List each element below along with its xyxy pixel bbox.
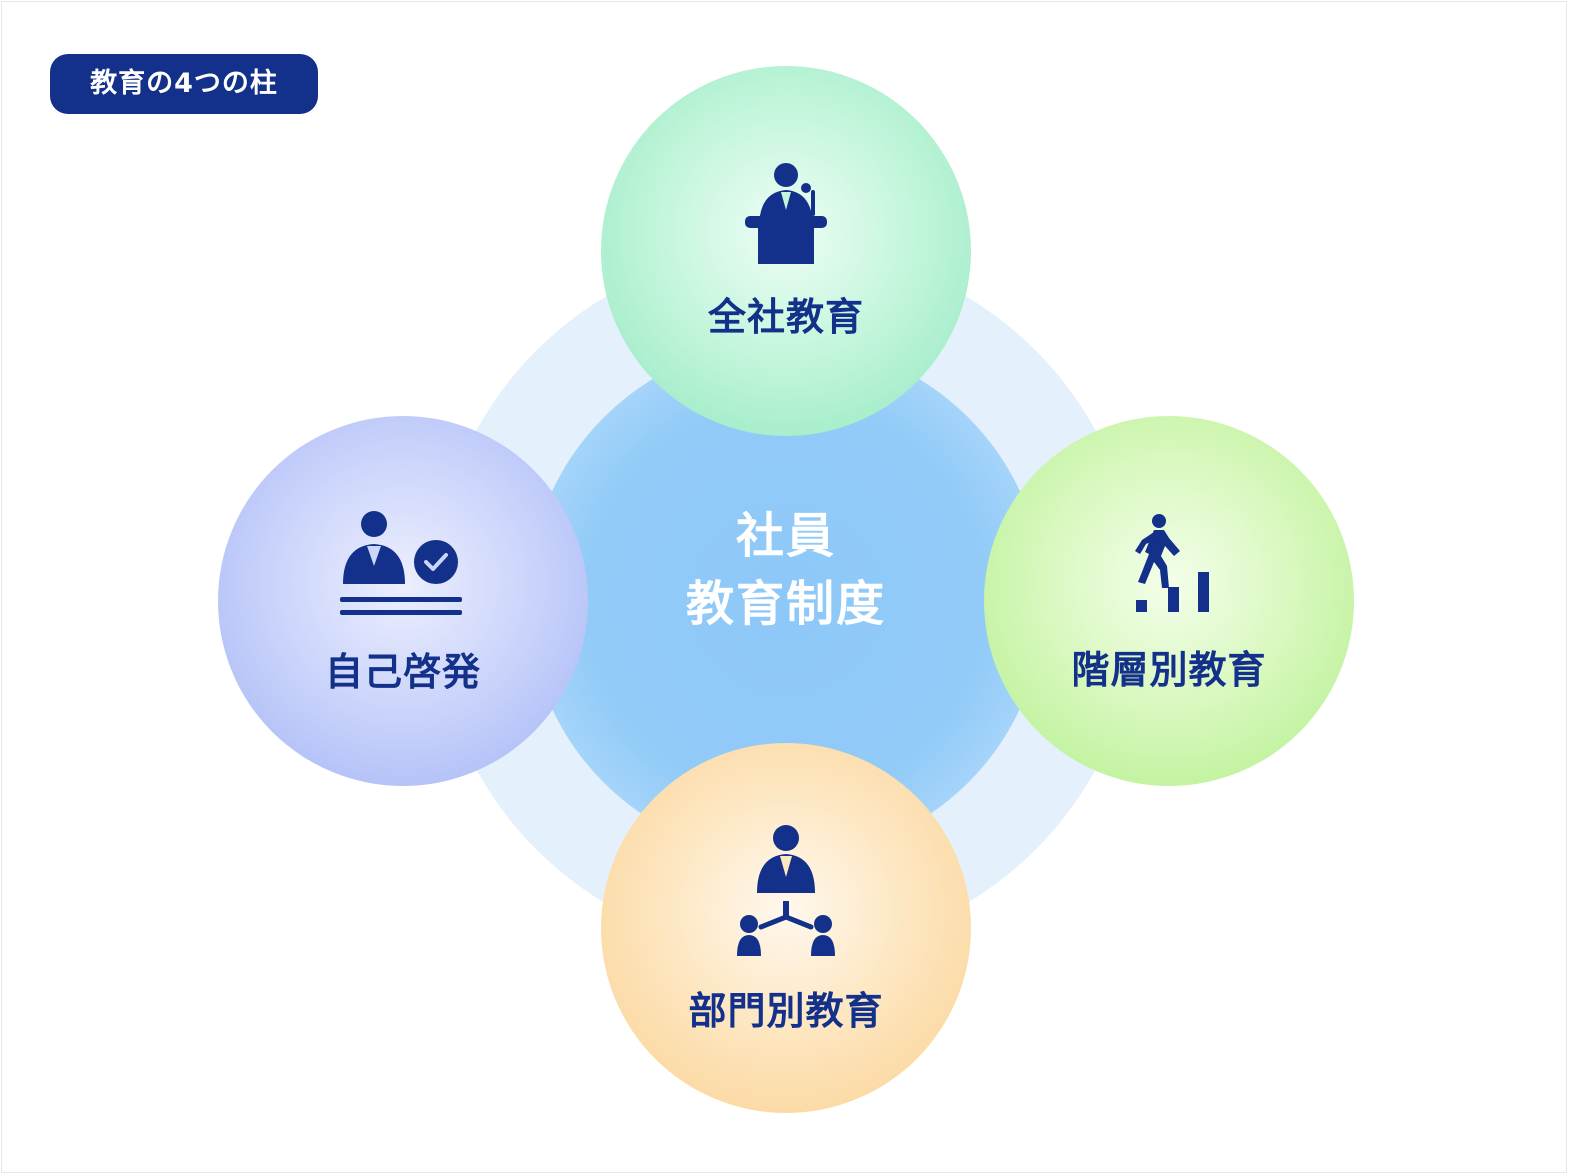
pillar-self-development: 自己啓発 [218, 416, 588, 786]
center-title-line1: 社員 [735, 508, 836, 564]
team-hierarchy-icon [737, 825, 835, 956]
speaker-podium-icon [745, 163, 827, 264]
pillar-label-company-wide: 全社教育 [707, 295, 864, 339]
pillar-level-based: 階層別教育 [984, 416, 1354, 786]
pillar-label-department: 部門別教育 [688, 989, 884, 1033]
pillar-department: 部門別教育 [601, 743, 971, 1113]
pillar-label-level-based: 階層別教育 [1071, 648, 1267, 692]
self-study-check-icon [340, 511, 462, 615]
center-title-line2: 教育制度 [685, 576, 886, 632]
pillar-company-wide: 全社教育 [601, 66, 971, 436]
pillar-label-self-development: 自己啓発 [324, 650, 481, 694]
center-title: 社員 教育制度 [636, 502, 936, 638]
climbing-steps-icon [1135, 514, 1209, 612]
section-badge: 教育の4つの柱 [50, 54, 318, 114]
